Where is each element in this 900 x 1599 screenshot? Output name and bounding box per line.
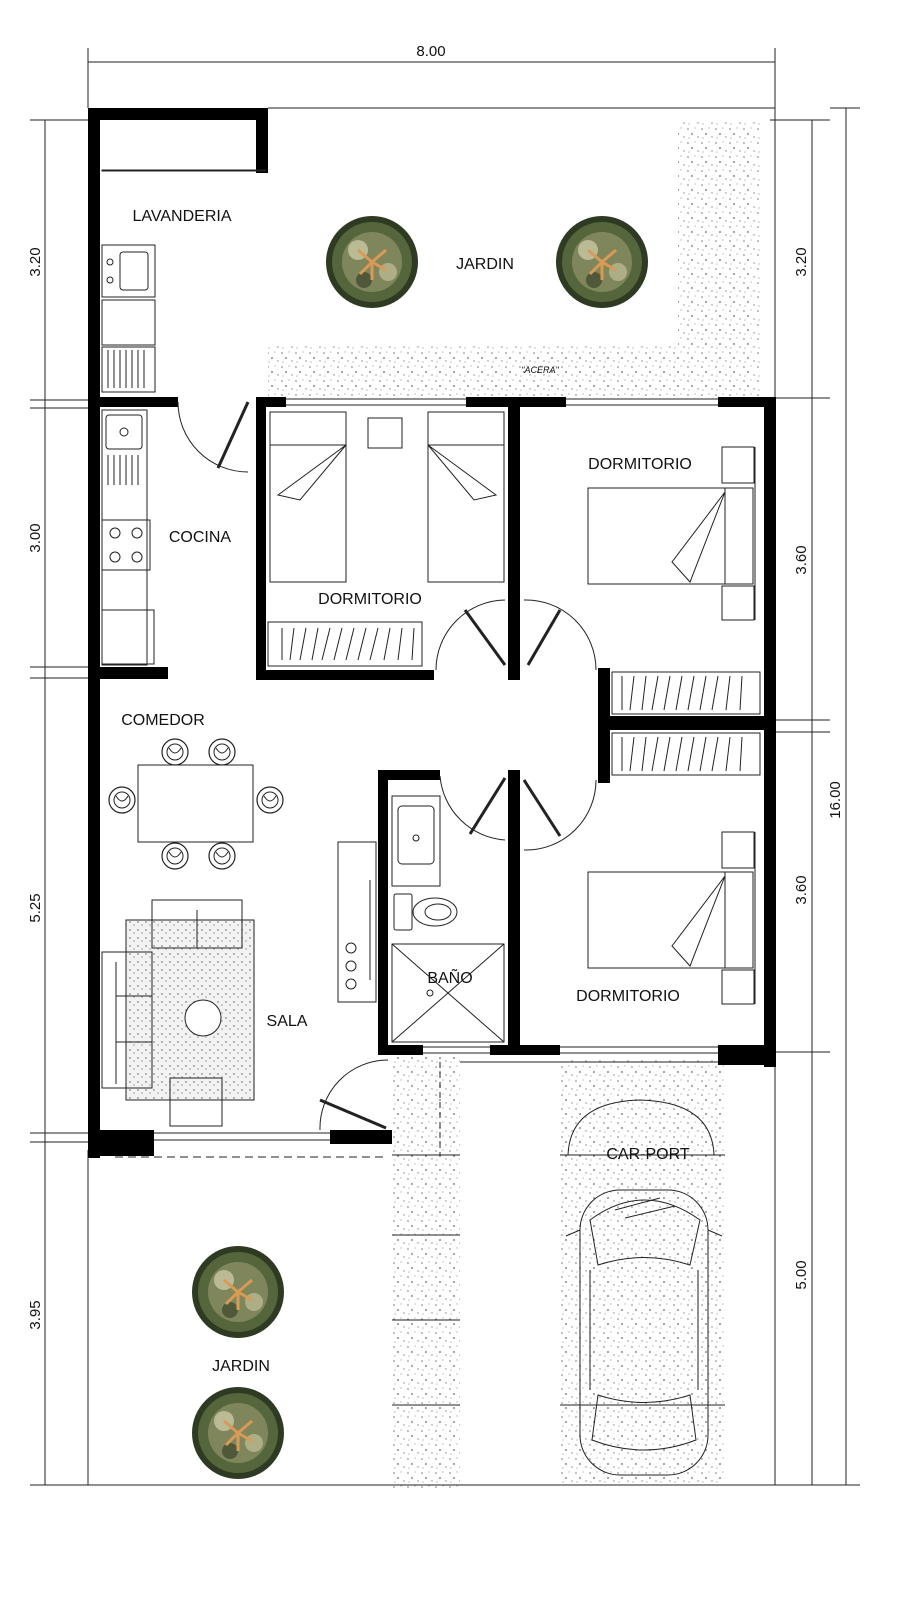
label-acera: "ACERA" bbox=[521, 365, 559, 375]
closet-2 bbox=[611, 671, 761, 715]
bed-icon bbox=[269, 411, 505, 583]
lot-boundary bbox=[87, 107, 776, 1486]
stove-icon bbox=[101, 519, 151, 571]
sink-icon-bath bbox=[391, 795, 441, 887]
tree-icon bbox=[190, 1385, 286, 1481]
stepping-stones bbox=[392, 1154, 725, 1406]
dim-right-2: 3.60 bbox=[793, 545, 810, 574]
label-sala: SALA bbox=[267, 1013, 308, 1030]
closet-3 bbox=[611, 732, 761, 776]
dim-left-1: 3.20 bbox=[27, 247, 44, 276]
label-jardin-front: JARDIN bbox=[212, 1358, 270, 1375]
dim-right-3: 3.60 bbox=[793, 875, 810, 904]
dimension-right: 3.20 3.60 3.60 5.00 16.00 bbox=[770, 107, 860, 1486]
living-room-furniture bbox=[101, 841, 377, 1127]
dimension-left: 3.20 3.00 5.25 3.95 bbox=[27, 119, 90, 1486]
kitchen-fixtures bbox=[101, 409, 155, 666]
dimension-top: 8.00 bbox=[87, 43, 776, 108]
label-comedor: COMEDOR bbox=[121, 712, 205, 729]
label-lavanderia: LAVANDERIA bbox=[133, 208, 232, 225]
tree-icon bbox=[554, 214, 650, 310]
windows bbox=[154, 398, 718, 1141]
label-car-port: CAR-PORT bbox=[606, 1146, 689, 1163]
toilet-icon bbox=[393, 893, 458, 931]
laundry-fixtures bbox=[101, 169, 267, 393]
label-cocina: COCINA bbox=[169, 529, 232, 546]
dim-total-height: 16.00 bbox=[827, 781, 844, 819]
dim-left-4: 3.95 bbox=[27, 1300, 44, 1329]
bed-icon-3 bbox=[587, 831, 756, 1005]
dim-right-1: 3.20 bbox=[793, 247, 810, 276]
dining-table bbox=[108, 738, 284, 870]
car-icon bbox=[565, 1099, 723, 1476]
closet-1 bbox=[267, 621, 423, 667]
shower-icon bbox=[391, 943, 505, 1043]
chair-icon bbox=[161, 738, 189, 766]
label-jardin-back: JARDIN bbox=[456, 256, 514, 273]
dim-left-2: 3.00 bbox=[27, 523, 44, 552]
sofa-icon bbox=[101, 899, 243, 1089]
tree-icon bbox=[190, 1244, 286, 1340]
tree-icon bbox=[324, 214, 420, 310]
door-swing-icon bbox=[177, 401, 597, 1131]
label-bano: BAÑO bbox=[427, 967, 472, 987]
dim-top-width: 8.00 bbox=[416, 43, 445, 60]
dim-right-4: 5.00 bbox=[793, 1260, 810, 1289]
label-dormitorio-1: DORMITORIO bbox=[318, 591, 422, 608]
label-dormitorio-3: DORMITORIO bbox=[576, 988, 680, 1005]
dim-left-3: 5.25 bbox=[27, 893, 44, 922]
bed-icon-2 bbox=[587, 446, 756, 621]
walls bbox=[88, 108, 776, 1158]
bathroom-fixtures bbox=[391, 795, 505, 1043]
acera-gravel bbox=[268, 122, 760, 397]
driveway-gravel bbox=[392, 1057, 725, 1489]
label-dormitorio-2: DORMITORIO bbox=[588, 456, 692, 473]
sink-icon bbox=[105, 414, 143, 485]
